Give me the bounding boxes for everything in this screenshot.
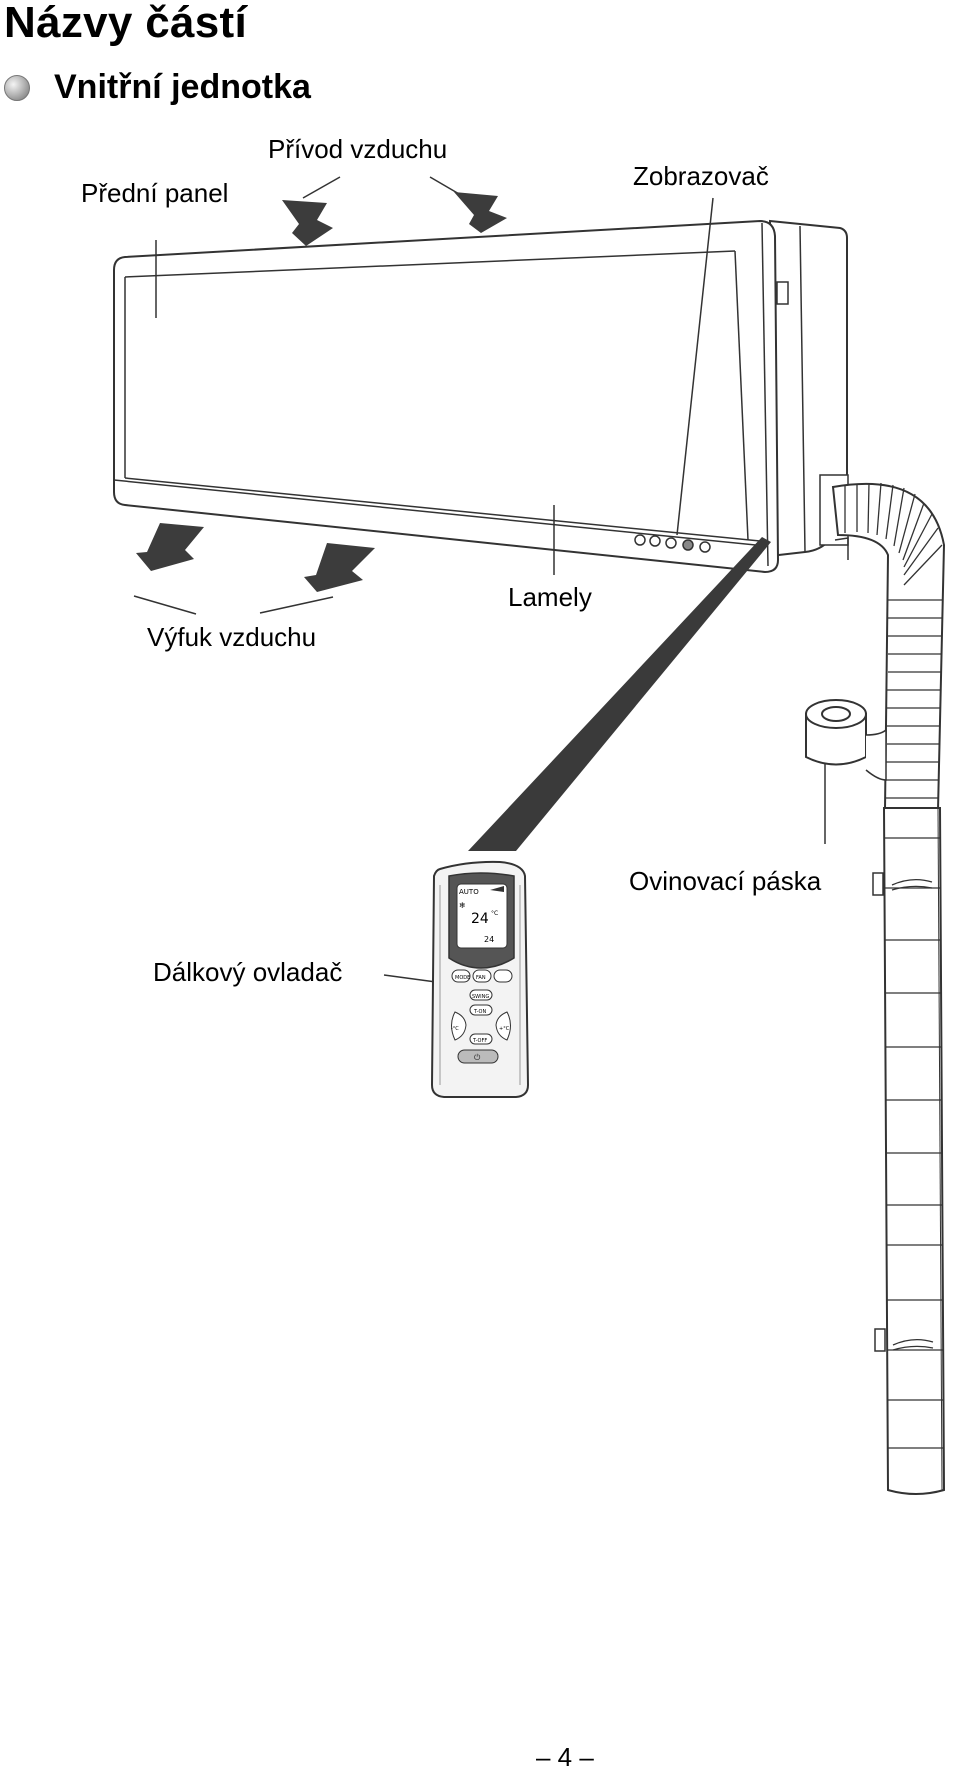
- indoor-unit: [113, 219, 849, 574]
- remote-control: AUTO 24 °C 24 ❄ MODE FAN SWING T-ON T-OF…: [430, 860, 530, 1098]
- section-header: Vnitřní jednotka: [4, 68, 311, 107]
- side-latch: [776, 281, 789, 305]
- power-icon: ⏻: [474, 1053, 481, 1062]
- remote-mode-label: MODE: [455, 975, 470, 981]
- display-leds: [634, 534, 711, 553]
- bullet-icon: [4, 74, 30, 101]
- remote-swing-button[interactable]: [469, 989, 493, 1001]
- remote-lcd: [456, 883, 508, 949]
- remote-sleep-button[interactable]: [493, 969, 513, 983]
- label-display: Zobrazovač: [633, 161, 769, 191]
- section-title: Vnitřní jednotka: [54, 68, 311, 106]
- remote-temp-unit: °C: [491, 910, 498, 917]
- remote-temp-up-button[interactable]: [495, 1011, 511, 1041]
- remote-mode-button[interactable]: [451, 969, 471, 983]
- label-louvers: Lamely: [508, 582, 592, 612]
- remote-small-temp: 24: [484, 935, 494, 944]
- remote-toff-button[interactable]: [469, 1033, 493, 1045]
- remote-power-button[interactable]: [457, 1049, 499, 1064]
- remote-temp-down-label: -°C: [451, 1026, 459, 1032]
- label-air-inlet: Přívod vzduchu: [268, 134, 448, 164]
- pipe-assembly: [805, 474, 946, 1495]
- remote-swing-label: SWING: [472, 994, 489, 1000]
- air-outlet-arrows: [136, 523, 375, 592]
- snowflake-icon: ❄: [459, 901, 466, 910]
- label-front-panel: Přední panel: [81, 178, 229, 208]
- remote-ton-button[interactable]: [469, 1004, 493, 1016]
- remote-toff-label: T-OFF: [472, 1038, 487, 1044]
- air-inlet-arrows: [282, 192, 507, 246]
- page-title: Názvy částí: [4, 0, 248, 47]
- remote-temp-down-button[interactable]: [451, 1011, 467, 1041]
- signal-beam: [468, 537, 771, 851]
- label-air-outlet: Výfuk vzduchu: [147, 622, 317, 652]
- front-panel: [113, 219, 780, 574]
- label-remote-control: Dálkový ovladač: [153, 957, 343, 987]
- remote-fan-label: FAN: [476, 975, 486, 981]
- remote-mode-text: AUTO: [459, 888, 479, 896]
- remote-ton-label: T-ON: [473, 1009, 486, 1015]
- remote-temp-up-label: +°C: [499, 1026, 510, 1032]
- remote-fan-button[interactable]: [472, 969, 492, 983]
- remote-temp-text: 24: [471, 911, 489, 927]
- label-wrapping-tape: Ovinovací páska: [629, 866, 822, 896]
- page-number: – 4 –: [536, 1742, 594, 1772]
